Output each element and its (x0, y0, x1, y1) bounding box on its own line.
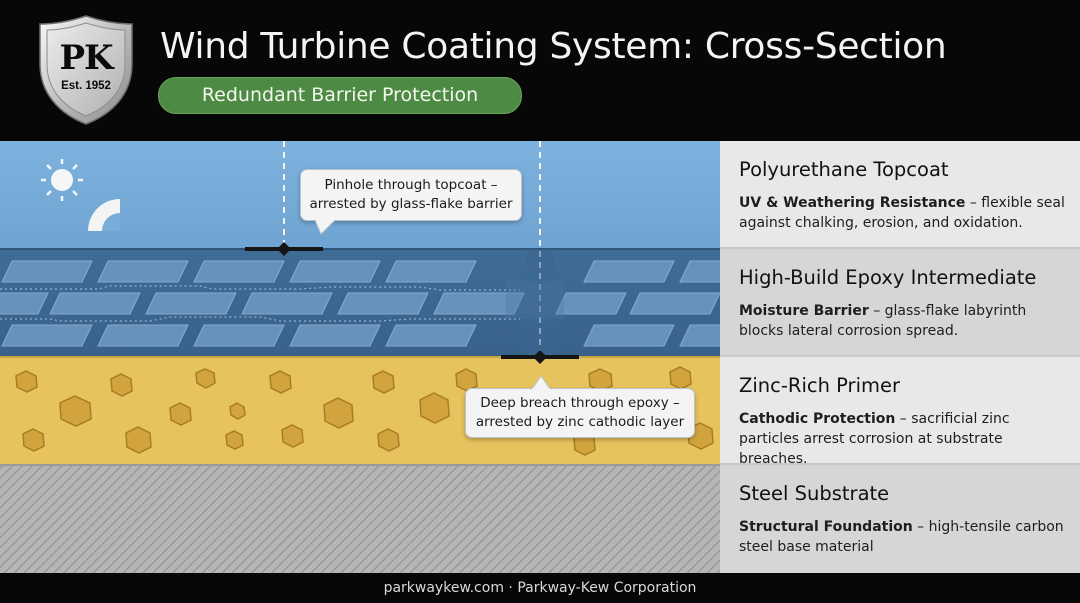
layer-detail: – high-tensile carbon steel base materia… (739, 519, 1064, 555)
pinhole-callout-line1: Pinhole through topcoat – (324, 177, 498, 193)
layer-panel-steel: Steel Substrate Structural Foundation – … (720, 465, 1080, 573)
labyrinth-path (0, 285, 520, 322)
layer-title: Zinc-Rich Primer (739, 374, 900, 397)
layer-title: Steel Substrate (739, 482, 890, 505)
layer-panel-zinc-primer: Zinc-Rich Primer Cathodic Protection – s… (720, 357, 1080, 467)
layer-title: Polyurethane Topcoat (739, 158, 949, 181)
layer-description: Cathodic Protection – sacrificial zinc p… (739, 409, 1074, 469)
header: PK Est. 1952 Wind Turbine Coating System… (0, 0, 1080, 141)
layer-description: UV & Weathering Resistance – flexible se… (739, 193, 1074, 233)
steel-substrate-layer (0, 465, 720, 573)
uv-arc-icon (88, 199, 120, 231)
pk-logo: PK Est. 1952 (38, 14, 134, 126)
pinhole-callout: Pinhole through topcoat – arrested by gl… (300, 169, 522, 235)
layer-detail: – sacrificial zinc particles arrest corr… (739, 411, 1010, 467)
pinhole-stop-marker (245, 242, 323, 256)
breach-callout-line1: Deep breach through epoxy – (480, 395, 680, 411)
layer-lead: Cathodic Protection (739, 411, 896, 427)
callout-tail-icon (531, 376, 551, 390)
logo-initials: PK (59, 38, 113, 78)
layer-panel-epoxy: High-Build Epoxy Intermediate Moisture B… (720, 249, 1080, 357)
cross-section-diagram: Pinhole through topcoat – arrested by gl… (0, 141, 771, 573)
layer-lead: Moisture Barrier (739, 303, 869, 319)
layer-title: High-Build Epoxy Intermediate (739, 266, 1037, 289)
logo-established: Est. 1952 (61, 80, 111, 92)
footer-company: Parkway-Kew Corporation (517, 580, 697, 596)
footer: parkwaykew.com · Parkway-Kew Corporation (0, 573, 1080, 603)
glass-flakes (0, 260, 771, 347)
shield-icon (39, 15, 133, 125)
sun-icon (41, 159, 83, 201)
layer-detail: – glass-flake labyrinth blocks lateral c… (739, 303, 1027, 339)
footer-separator: · (508, 580, 513, 596)
footer-site-link[interactable]: parkwaykew.com (383, 580, 504, 596)
layer-panel-topcoat: Polyurethane Topcoat UV & Weathering Res… (720, 141, 1080, 249)
breach-stop-marker (501, 350, 579, 364)
zinc-particles (15, 366, 714, 456)
breach-callout: Deep breach through epoxy – arrested by … (465, 376, 695, 438)
layer-description: Structural Foundation – high-tensile car… (739, 517, 1074, 557)
layer-lead: UV & Weathering Resistance (739, 195, 966, 211)
subtitle-badge: Redundant Barrier Protection (158, 77, 522, 114)
pinhole-callout-line2: arrested by glass-flake barrier (309, 196, 513, 212)
layer-detail: – flexible seal against chalking, erosio… (739, 195, 1065, 231)
callout-tail-icon (315, 220, 336, 235)
layer-lead: Structural Foundation (739, 519, 913, 535)
page-title: Wind Turbine Coating System: Cross-Secti… (160, 26, 947, 67)
breach-callout-line2: arrested by zinc cathodic layer (475, 414, 685, 430)
layer-description: Moisture Barrier – glass-flake labyrinth… (739, 301, 1074, 341)
